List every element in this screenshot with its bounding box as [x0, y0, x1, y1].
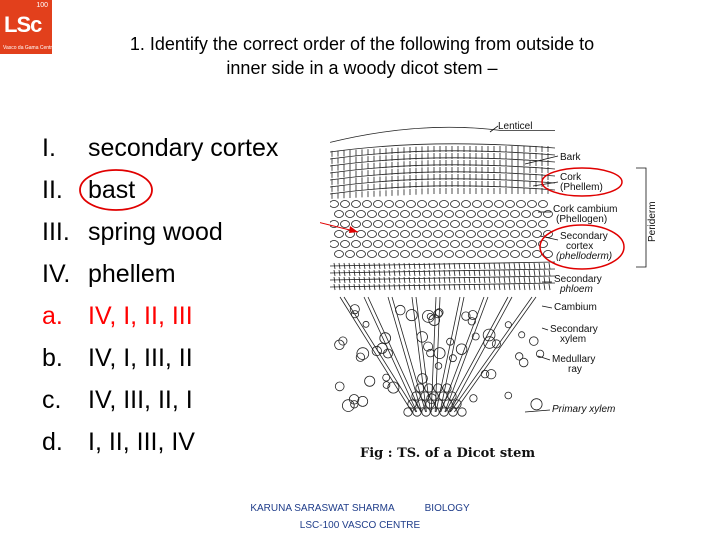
red-annotations — [320, 167, 625, 270]
label-cork-cambium-1: Cork cambium — [553, 204, 617, 215]
option-marker: b. — [42, 344, 63, 372]
footer-line-1: KARUNA SARASWAT SHARMA BIOLOGY — [0, 501, 720, 516]
item-ii: II. bast — [42, 169, 278, 211]
option-text: IV, I, III, II — [88, 344, 193, 372]
label-bark: Bark — [560, 152, 582, 163]
option-b: b. IV, I, III, II — [42, 337, 278, 379]
question-line-2: inner side in a woody dicot stem – — [226, 58, 498, 78]
option-marker: d. — [42, 428, 63, 456]
cortex-layer — [330, 200, 553, 258]
cork-layer — [330, 143, 555, 199]
bast-pointer-arrowhead — [349, 226, 358, 233]
label-sec-xylem-1: Secondary — [550, 324, 598, 335]
bast-pointer-arrow — [320, 222, 359, 233]
item-text: phellem — [88, 260, 176, 288]
item-text: bast — [88, 176, 136, 204]
dicot-stem-figure: Lenticel Bark Cork (Phellem) Cork cambiu… — [320, 121, 658, 461]
item-marker: IV. — [42, 260, 71, 288]
label-primary-xylem: Primary xylem — [552, 404, 615, 415]
medullary-rays — [339, 296, 537, 413]
item-marker: II. — [42, 176, 63, 204]
option-marker: a. — [42, 302, 63, 330]
xylem-vessels — [334, 304, 545, 412]
figure-labels: Lenticel Bark Cork (Phellem) Cork cambiu… — [360, 121, 658, 461]
footer-author: KARUNA SARASWAT SHARMA — [250, 503, 395, 514]
item-iv: IV. phellem — [42, 253, 278, 295]
item-text: secondary cortex — [88, 134, 279, 162]
label-sec-cortex-1: Secondary — [560, 231, 608, 242]
option-text: IV, III, II, I — [88, 386, 193, 414]
label-pointer-lines — [489, 125, 647, 413]
item-iii: III. spring wood — [42, 211, 278, 253]
bast-highlight-ellipse — [79, 169, 153, 211]
primary-xylem-cluster — [403, 383, 467, 417]
logo-mark: LSc — [4, 12, 42, 37]
label-lenticel: Lenticel — [498, 121, 532, 132]
option-text: I, II, III, IV — [88, 428, 195, 456]
option-text: IV, I, II, III — [88, 302, 193, 330]
secondary-cortex-highlight-ellipse — [539, 224, 625, 270]
footer-centre: LSC-100 VASCO CENTRE — [299, 520, 421, 531]
label-cork-2: (Phellem) — [560, 182, 603, 193]
option-c: c. IV, III, II, I — [42, 379, 278, 421]
footer-subject: BIOLOGY — [424, 503, 470, 514]
label-medullary-1: Medullary — [552, 354, 595, 365]
label-cambium: Cambium — [554, 302, 597, 313]
label-cork-cambium-2: (Phellogen) — [556, 214, 607, 225]
option-a: a. IV, I, II, III — [42, 295, 278, 337]
label-sec-cortex-2: cortex — [566, 241, 593, 252]
logo-number: 100 — [36, 2, 48, 9]
item-marker: I. — [42, 134, 56, 162]
question-line-1: 1. Identify the correct order of the fol… — [129, 34, 595, 54]
label-cork-1: Cork — [560, 172, 582, 183]
logo-subtitle: Vasco da Gama Centre — [3, 45, 55, 51]
stem-section-drawing — [330, 126, 555, 417]
item-i: I. secondary cortex — [42, 127, 278, 169]
label-medullary-2: ray — [568, 364, 582, 375]
label-sec-phloem-1: Secondary — [554, 274, 602, 285]
item-text: spring wood — [88, 218, 223, 246]
label-sec-xylem-2: xylem — [560, 334, 586, 345]
question-title: 1. Identify the correct order of the fol… — [62, 32, 662, 80]
cork-highlight-ellipse — [541, 167, 623, 197]
lsc-logo: 100 LSc Vasco da Gama Centre — [0, 0, 55, 54]
question-list: I. secondary cortex II. bast III. spring wo… — [42, 127, 278, 463]
option-d: d. I, II, III, IV — [42, 421, 278, 463]
label-sec-cortex-3: (phelloderm) — [556, 251, 612, 262]
option-marker: c. — [42, 386, 62, 414]
item-marker: III. — [42, 218, 70, 246]
figure-caption: Fig : TS. of a Dicot stem — [360, 446, 535, 461]
phloem-layer — [330, 261, 555, 291]
label-periderm: Periderm — [647, 201, 658, 242]
label-sec-phloem-2: phloem — [559, 284, 593, 295]
